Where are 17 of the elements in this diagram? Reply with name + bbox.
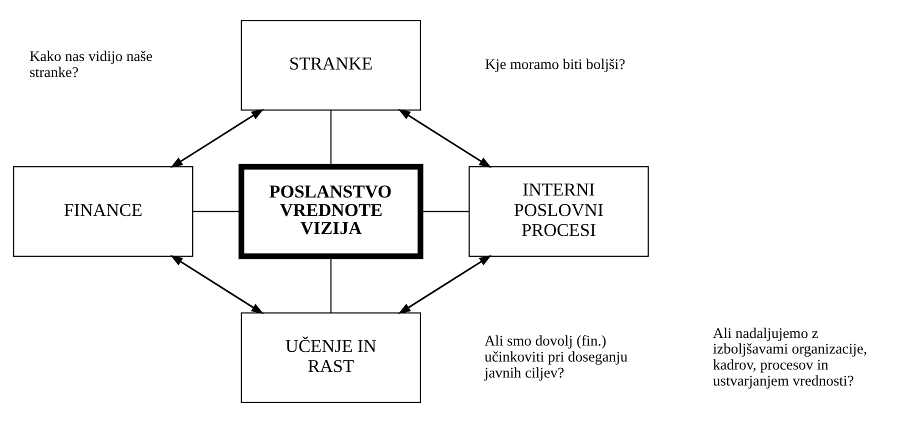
connector bbox=[330, 110, 332, 167]
node-box: STRANKE bbox=[240, 20, 422, 111]
label: Kje moramo biti boljši? bbox=[485, 57, 626, 74]
label: Kako nas vidijo naše stranke? bbox=[29, 49, 153, 82]
connector bbox=[330, 256, 332, 313]
arrow bbox=[398, 108, 492, 168]
node-box: INTERNI POSLOVNI PROCESI bbox=[468, 166, 649, 257]
connector bbox=[420, 210, 469, 212]
node-box: POSLANSTVO VREDNOTE VIZIJA bbox=[238, 164, 424, 260]
label: Ali nadaljujemo z izboljšavami organizacije, kadrov, procesov in ustvarjanjem vrednosti? bbox=[712, 326, 868, 390]
node-box: FINANCE bbox=[13, 166, 194, 257]
arrow bbox=[170, 108, 264, 168]
arrow bbox=[398, 255, 492, 314]
connector bbox=[193, 210, 241, 212]
arrow bbox=[170, 255, 264, 314]
node-box: UČENJE IN RAST bbox=[240, 312, 422, 404]
label: Ali smo dovolj (fin.) učinkoviti pri doseganju javnih ciljev? bbox=[484, 334, 628, 382]
